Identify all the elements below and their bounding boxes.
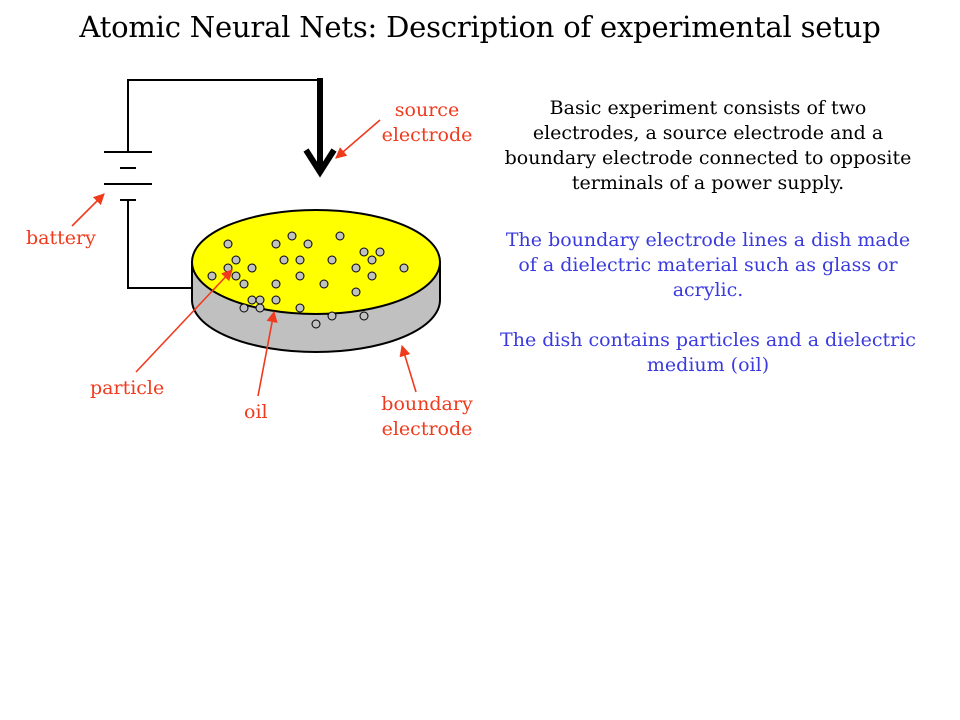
boundary-electrode-label-line1: boundary [381, 393, 473, 415]
particle [335, 231, 345, 241]
particle [271, 295, 281, 305]
source-electrode-label-line1: source [394, 99, 460, 121]
particle [271, 279, 281, 289]
description-paragraph-1: Basic experiment consists of two electro… [504, 97, 912, 194]
source-electrode-label-line2: electrode [381, 124, 473, 146]
source-electrode [303, 78, 337, 178]
oil-pointer-arrow [257, 310, 278, 397]
particle [295, 255, 305, 265]
description-paragraph-2: The boundary electrode lines a dish made… [505, 229, 911, 301]
source-electrode-label: source electrode [374, 98, 480, 148]
particle [351, 287, 361, 297]
boundary-electrode-label: boundary electrode [372, 392, 482, 442]
oil-surface [191, 209, 441, 315]
particle [367, 255, 377, 265]
particles [207, 231, 409, 329]
particle [247, 295, 257, 305]
particle [359, 311, 369, 321]
particle [207, 271, 217, 281]
particle [231, 271, 241, 281]
particle [287, 231, 297, 241]
particle [311, 319, 321, 329]
particle [295, 271, 305, 281]
boundary-pointer-arrow [399, 344, 417, 393]
particle [247, 263, 257, 273]
particle [359, 247, 369, 257]
particle [255, 295, 265, 305]
particle [367, 271, 377, 281]
particle [239, 303, 249, 313]
particle [303, 239, 313, 249]
particle [327, 311, 337, 321]
particle [327, 255, 337, 265]
particle [255, 303, 265, 313]
particle [231, 255, 241, 265]
particle [375, 247, 385, 257]
battery-symbol [104, 151, 152, 201]
particle [279, 255, 289, 265]
description-paragraph-3: The dish contains particles and a dielec… [500, 329, 916, 376]
battery-label: battery [26, 227, 96, 249]
circuit-wire [127, 79, 320, 289]
particle [351, 263, 361, 273]
boundary-electrode-label-line2: electrode [381, 418, 473, 440]
particle-label: particle [90, 377, 165, 399]
source-pointer-arrow [335, 119, 381, 159]
particle [399, 263, 409, 273]
dish [191, 209, 441, 353]
battery-pointer-arrow [71, 193, 105, 227]
particle [223, 239, 233, 249]
particle [319, 279, 329, 289]
particle-pointer-arrow [135, 269, 233, 373]
particle [239, 279, 249, 289]
page-title: Atomic Neural Nets: Description of exper… [79, 10, 881, 44]
particle [271, 239, 281, 249]
oil-label: oil [244, 401, 268, 423]
particle [295, 303, 305, 313]
